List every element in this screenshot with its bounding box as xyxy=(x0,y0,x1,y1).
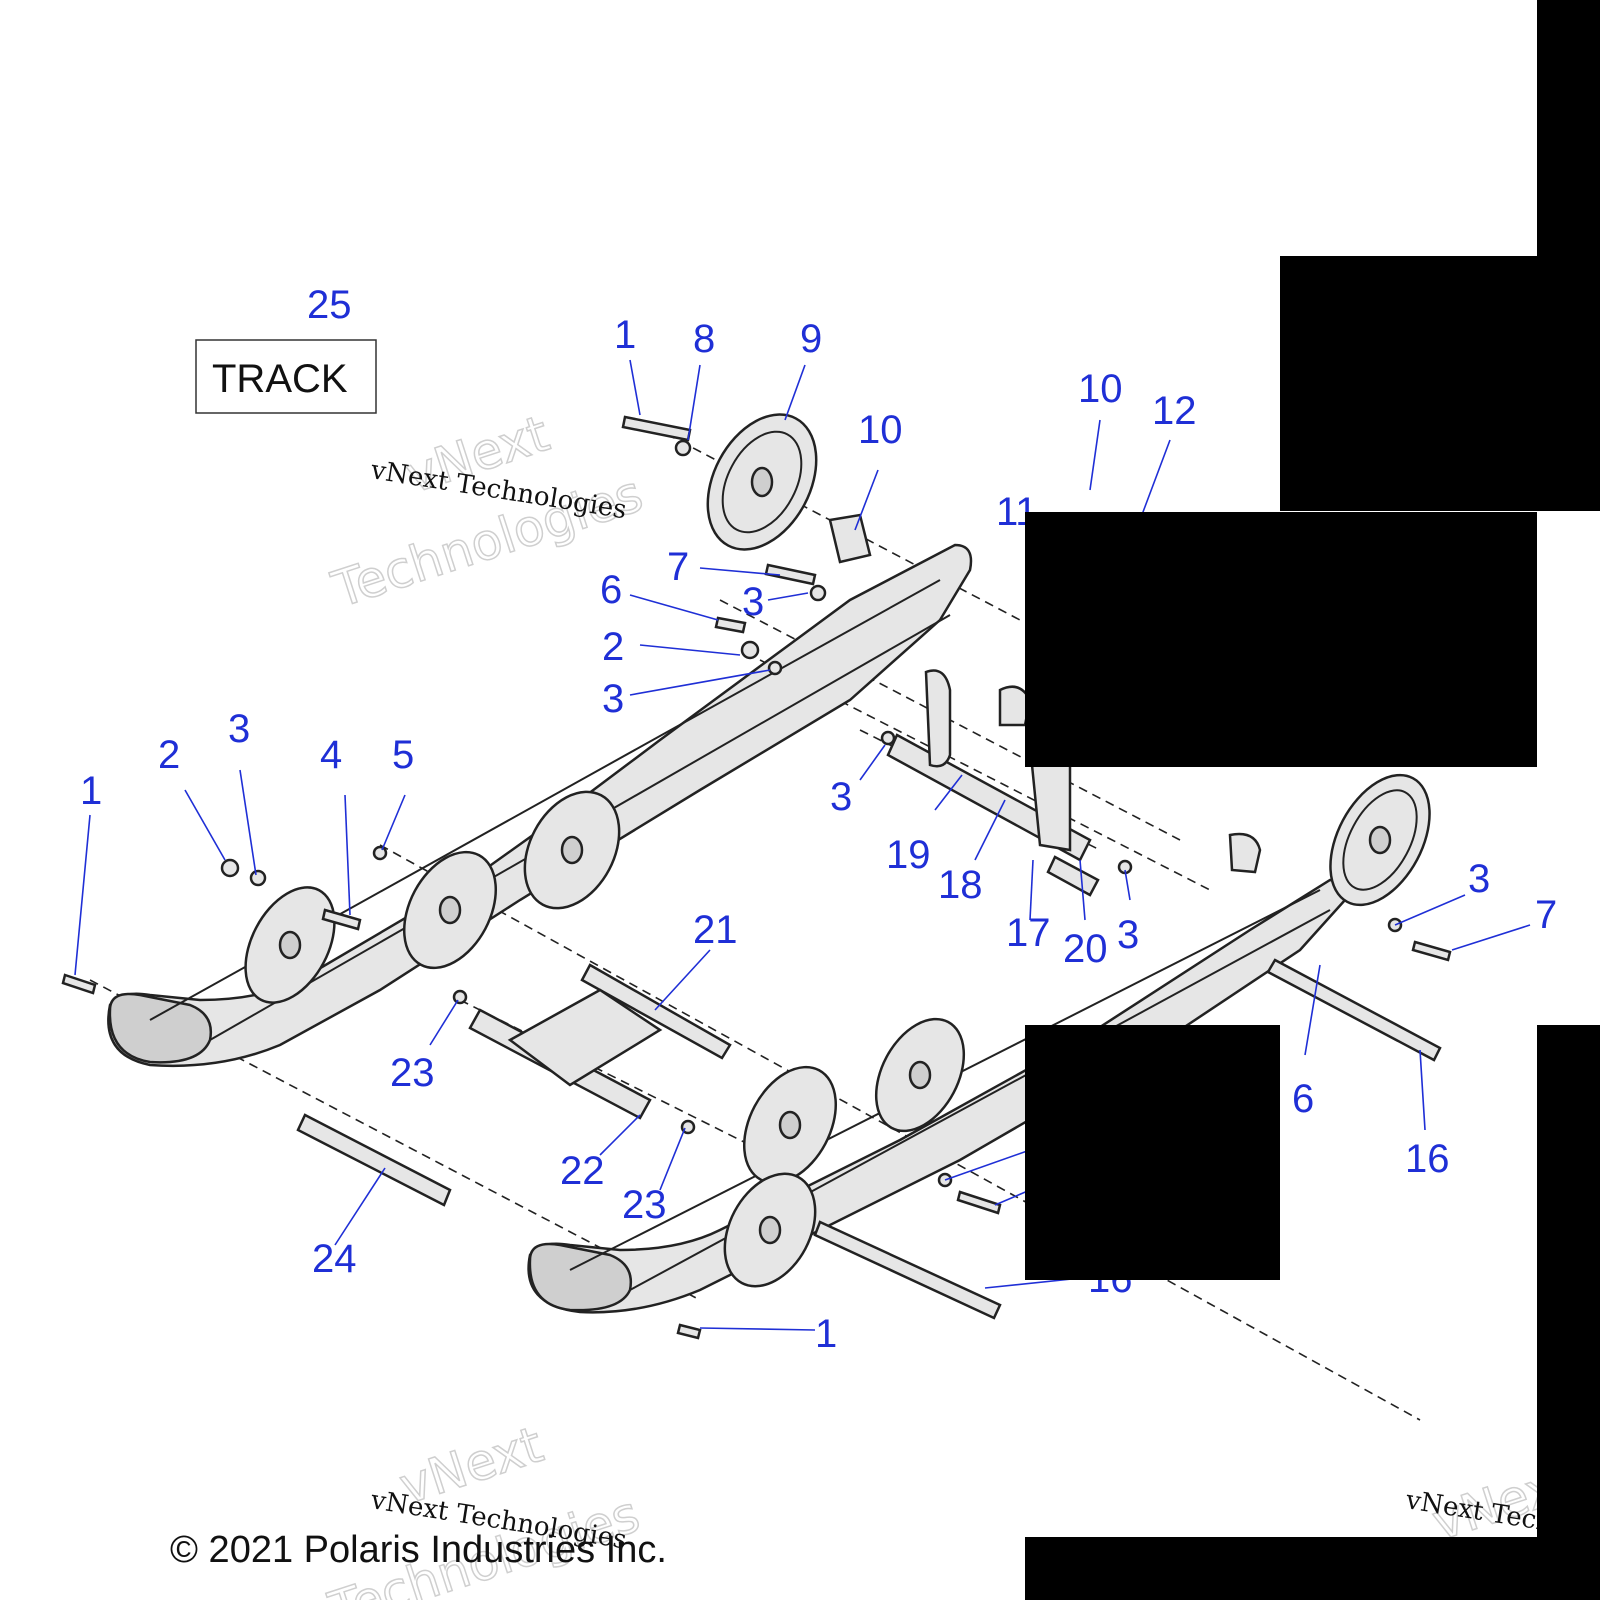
callout-6: 6 xyxy=(1292,1077,1314,1121)
callout-20: 20 xyxy=(1063,927,1108,971)
track-label: TRACK xyxy=(212,357,348,401)
callout-3: 3 xyxy=(228,707,250,751)
callout-22: 22 xyxy=(560,1149,605,1193)
callout-18: 18 xyxy=(938,863,983,907)
callout-3: 3 xyxy=(1468,857,1490,901)
callout-3: 3 xyxy=(830,775,852,819)
copyright-text: © 2021 Polaris Industries Inc. xyxy=(170,1529,667,1571)
callout-1: 1 xyxy=(80,769,102,813)
callout-17: 17 xyxy=(1006,911,1051,955)
callout-1: 1 xyxy=(614,313,636,357)
callout-4: 4 xyxy=(320,733,342,777)
wheel-left-2 xyxy=(402,850,498,970)
wheel-right-3 xyxy=(874,1017,966,1133)
callout-23: 23 xyxy=(390,1051,435,1095)
callout-3: 3 xyxy=(742,580,764,624)
callout-1: 1 xyxy=(815,1312,837,1356)
callout-16: 16 xyxy=(1405,1137,1450,1181)
callout-25: 25 xyxy=(307,283,352,327)
watermark-bottom: vNext Technologies vNext Technologies xyxy=(321,1415,647,1600)
callout-3: 3 xyxy=(602,677,624,721)
callout-7: 7 xyxy=(667,545,689,589)
callout-10: 10 xyxy=(858,408,903,452)
callout-23: 23 xyxy=(622,1183,667,1227)
callout-5: 5 xyxy=(392,733,414,777)
track-box: TRACK xyxy=(195,339,377,414)
callout-6: 6 xyxy=(600,568,622,612)
callout-2: 2 xyxy=(602,625,624,669)
callout-21: 21 xyxy=(693,908,738,952)
callout-24: 24 xyxy=(312,1237,357,1281)
redaction-blocks xyxy=(1025,0,1600,1600)
callout-2: 2 xyxy=(158,733,180,777)
wheel-left-3 xyxy=(523,790,621,910)
callout-3: 3 xyxy=(1117,913,1139,957)
callout-9: 9 xyxy=(800,317,822,361)
hardware xyxy=(61,415,1452,1340)
left-rail xyxy=(107,543,973,1068)
callout-19: 19 xyxy=(886,833,931,877)
wheel-top-9 xyxy=(706,413,818,551)
wheel-right-2 xyxy=(723,1172,817,1288)
wheel-left-1 xyxy=(244,886,336,1004)
callouts: 25 1 8 9 10 10 12 11 7 3 6 2 3 2 3 4 5 1… xyxy=(80,283,1557,1356)
callout-12: 12 xyxy=(1152,389,1197,433)
callout-8: 8 xyxy=(693,317,715,361)
callout-7: 7 xyxy=(1535,893,1557,937)
wheel-right-rear xyxy=(1329,773,1431,907)
leader-lines xyxy=(74,359,1531,1331)
wheel-right-1 xyxy=(742,1065,838,1185)
callout-10: 10 xyxy=(1078,367,1123,411)
